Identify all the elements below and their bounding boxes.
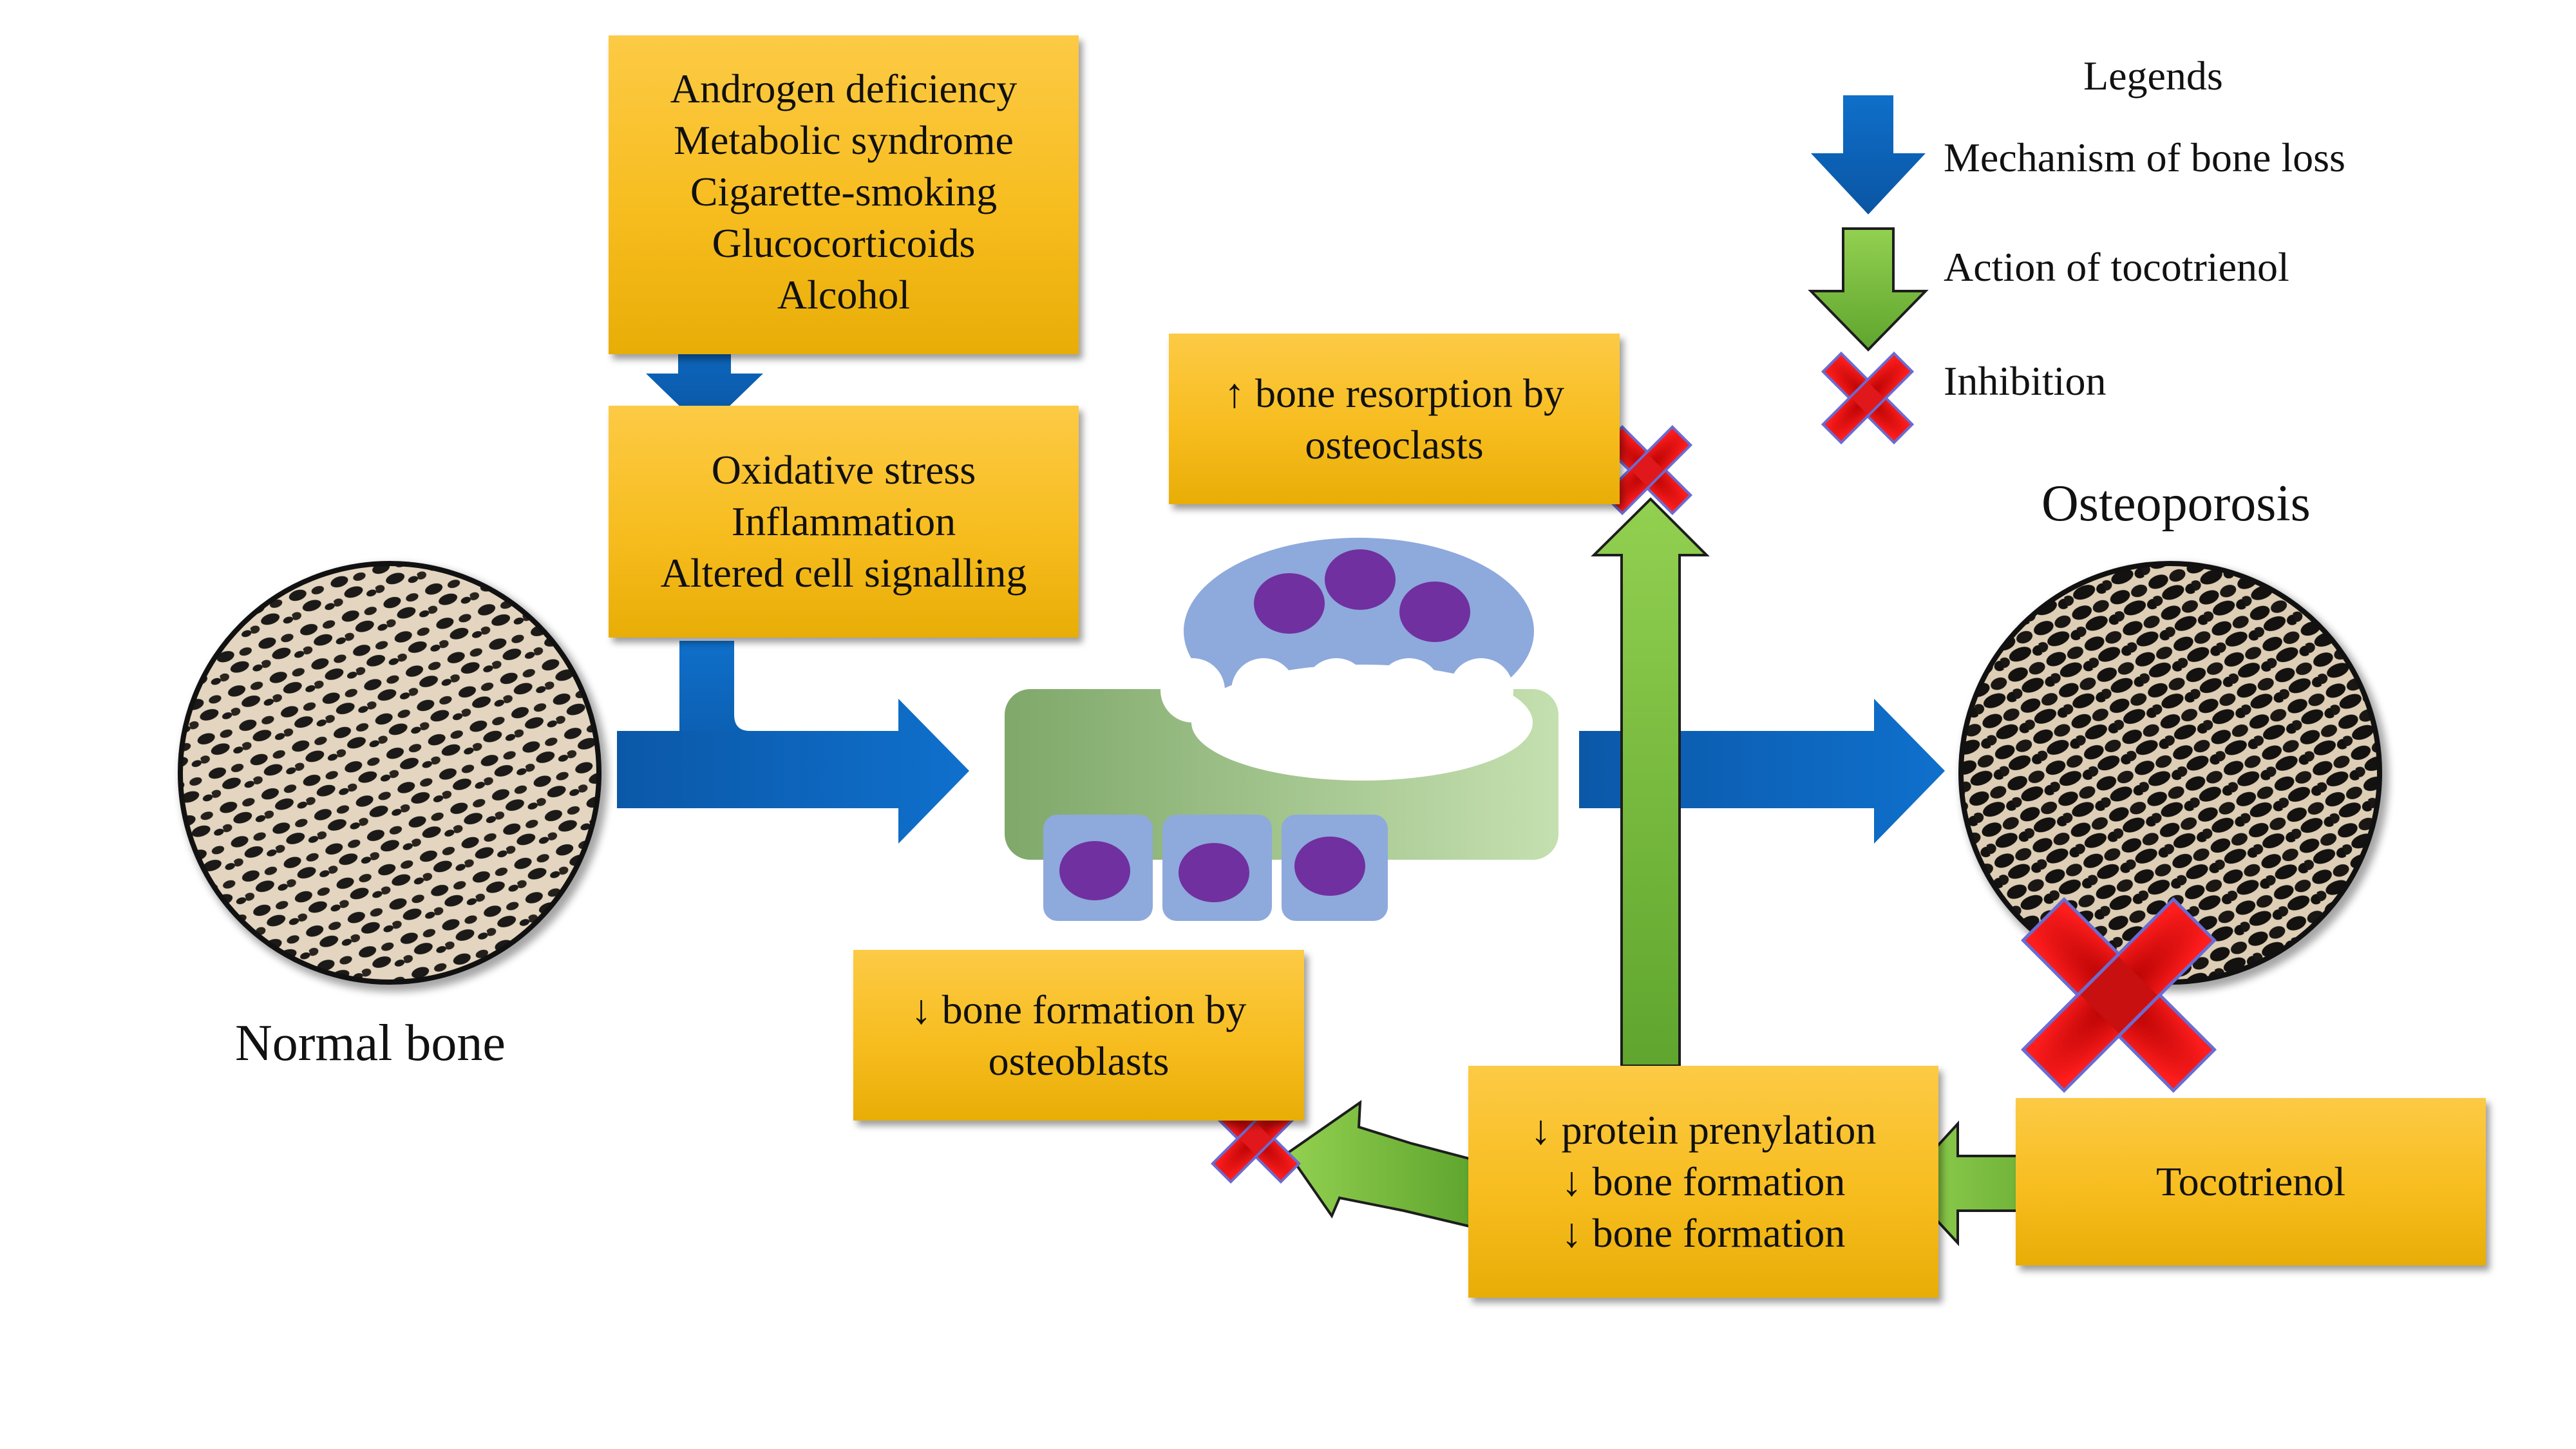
bone-formation-osteoblasts-box: ↓ bone formation by osteoblasts <box>853 950 1304 1121</box>
risk-factor-text: Cigarette-smoking <box>690 168 998 214</box>
normal-bone-label: Normal bone <box>235 1015 506 1072</box>
green-arrow-up <box>1591 497 1710 1067</box>
protein-prenylation-box: ↓ protein prenylation ↓ bone formation ↓… <box>1468 1066 1938 1298</box>
blue-arrow-icon <box>1811 95 1926 214</box>
mechanism-text: Altered cell signalling <box>660 550 1027 596</box>
risk-factor-text: Metabolic syndrome <box>674 117 1014 163</box>
blue-arrow-down-top <box>646 309 763 430</box>
blue-arrow-to-cell <box>617 699 969 844</box>
legend-title: Legends <box>2083 53 2223 99</box>
green-arrow-left-formation <box>1286 1100 1473 1229</box>
resorption-text: osteoclasts <box>1305 421 1484 468</box>
legend-label-tocotrienol: Action of tocotrienol <box>1944 244 2289 290</box>
mechanisms-box: Oxidative stress Inflammation Altered ce… <box>609 406 1079 638</box>
osteoblast-nucleus <box>1059 841 1130 900</box>
osteoclast-nucleus <box>1254 573 1325 634</box>
tocotrienol-text: Tocotrienol <box>2155 1159 2346 1204</box>
bone-resorption-box: ↑ bone resorption by osteoclasts <box>1169 334 1620 504</box>
prenylation-text: ↓ protein prenylation <box>1530 1107 1877 1153</box>
osteoclast-nucleus <box>1399 582 1470 642</box>
osteoblast-nucleus <box>1294 837 1365 896</box>
osteoporosis-label: Osteoporosis <box>2041 475 2311 532</box>
resorption-text: ↑ bone resorption by <box>1224 370 1564 416</box>
mechanism-text: Oxidative stress <box>711 447 976 493</box>
bone-remodeling-illustration <box>1005 538 1558 921</box>
formation-text: osteoblasts <box>988 1037 1170 1084</box>
inhibition-cross-resorption <box>1602 424 1693 516</box>
osteoblast-nucleus <box>1179 843 1249 902</box>
prenylation-text: ↓ bone formation <box>1561 1159 1846 1204</box>
risk-factor-text: Androgen deficiency <box>670 65 1018 111</box>
tocotrienol-box: Tocotrienol <box>2016 1098 2486 1265</box>
risk-factor-text: Glucocorticoids <box>712 220 976 266</box>
osteoclast-nucleus <box>1325 549 1396 610</box>
inhibition-cross-osteoporosis <box>2020 896 2217 1094</box>
legend-label-mechanism: Mechanism of bone loss <box>1944 135 2345 180</box>
prenylation-text: ↓ bone formation <box>1561 1210 1846 1256</box>
legend-label-inhibition: Inhibition <box>1944 358 2107 404</box>
risk-factor-text: Alcohol <box>777 271 911 317</box>
formation-text: ↓ bone formation by <box>911 986 1247 1032</box>
risk-factors-box: Androgen deficiency Metabolic syndrome C… <box>609 35 1079 354</box>
green-arrow-icon <box>1808 227 1929 352</box>
osteoporosis-bone-image <box>1958 561 2389 992</box>
mechanism-text: Inflammation <box>731 498 956 544</box>
normal-bone-image <box>178 561 608 992</box>
red-cross-icon <box>1821 351 1915 445</box>
